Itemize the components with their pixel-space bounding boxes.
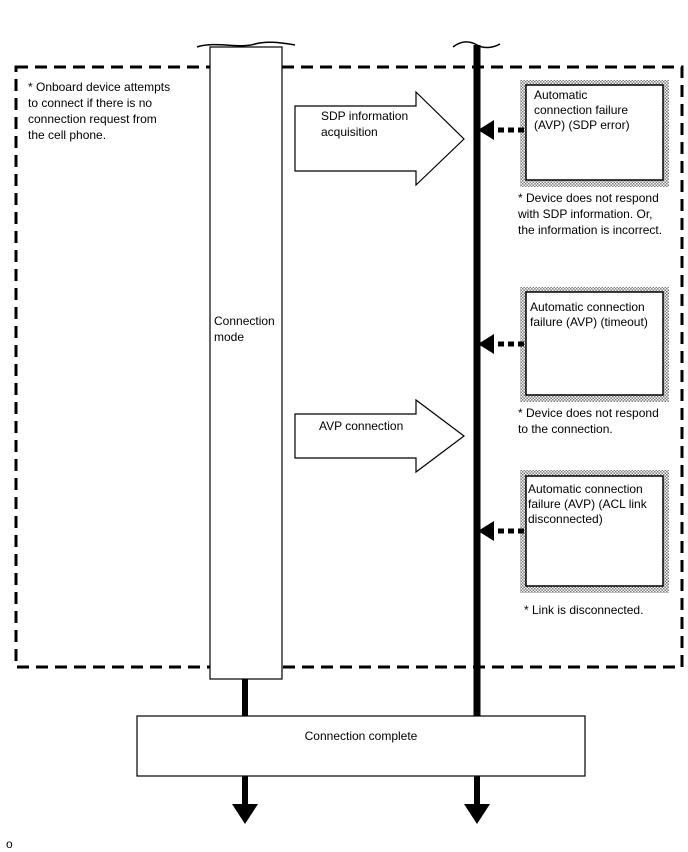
failure-2-label: Automatic connection failure (AVP) (time… [530,300,648,329]
onboard-device-note: * Onboard device attempts to connect if … [28,80,171,142]
failure-arrow-1 [478,120,524,140]
failure-2-note: * Device does not respond to the connect… [518,406,659,436]
connection-mode-column [209,46,283,680]
sdp-acquisition-arrow [294,90,465,187]
failure-3-note: * Link is disconnected. [524,603,644,617]
connection-mode-label: Connection mode [214,314,275,344]
column-break-mark [196,41,296,48]
avp-connection-label: AVP connection [319,419,404,433]
sdp-acquisition-label: SDP information acquisition [321,109,409,139]
connection-complete-box [136,715,586,777]
failure-arrow-3 [478,521,524,541]
failure-box-1 [525,84,664,181]
avp-connection-arrow [294,398,465,474]
output-arrow-left [232,776,258,824]
failure-1-label: Automatic connection failure (AVP) (SDP … [534,88,630,132]
failure-1-note: * Device does not respond with SDP infor… [518,191,663,237]
output-arrow-right [464,776,490,824]
dashed-boundary [14,65,684,669]
failure-box-3 [525,475,664,587]
connection-complete-label: Connection complete [304,729,418,743]
failure-arrow-2 [478,334,524,354]
failure-3-label: Automatic connection failure (AVP) (ACL … [528,482,647,526]
failure-box-2 [525,291,664,396]
footer-mark: o [6,837,13,851]
